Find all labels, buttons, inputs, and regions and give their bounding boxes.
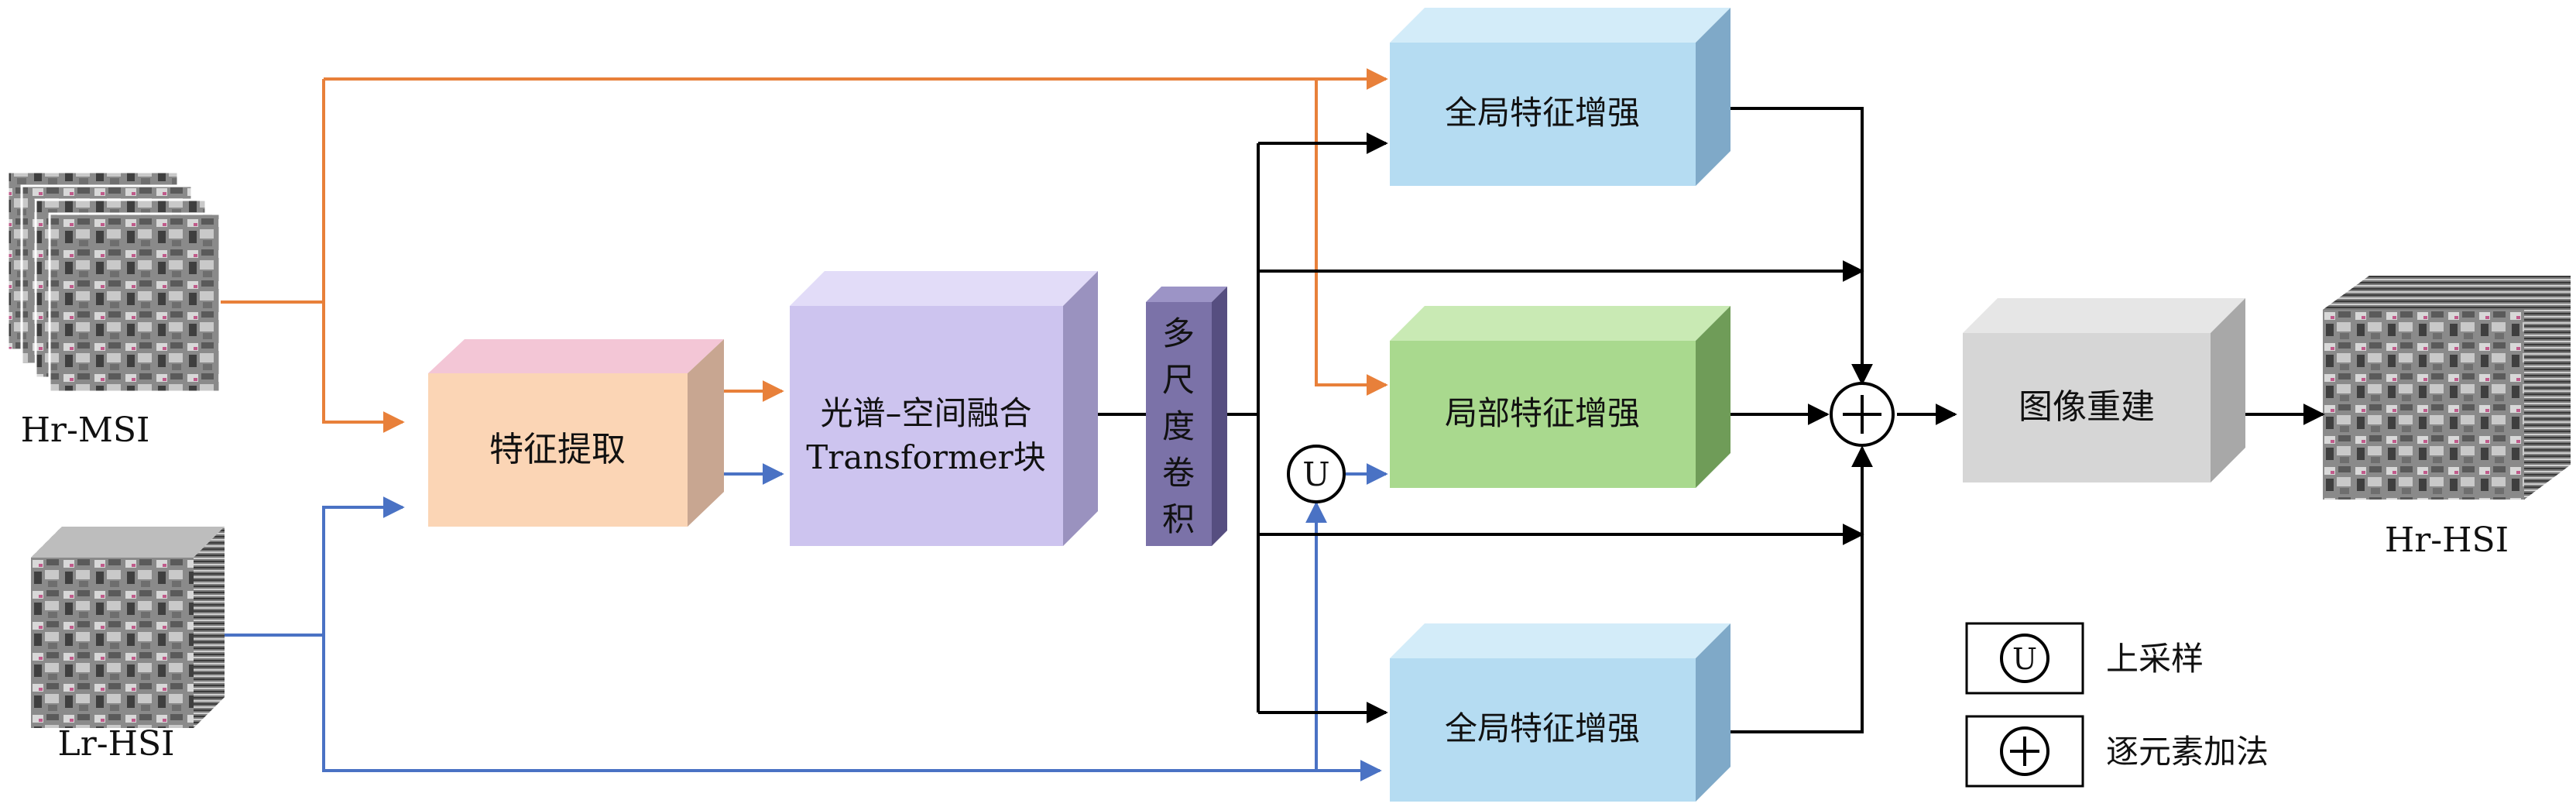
hr-hsi-output-cube xyxy=(2323,276,2571,500)
fusion-label-line1: 光谱–空间融合 xyxy=(820,394,1031,432)
local-enhance-label: 局部特征增强 xyxy=(1445,394,1640,432)
lr-hsi-paths xyxy=(225,463,1388,781)
feature-extraction-block: 特征提取 xyxy=(428,339,724,527)
upsample-symbol: U xyxy=(1287,445,1346,503)
feature-extraction-label: 特征提取 xyxy=(489,430,626,469)
global-enhance-top-block: 全局特征增强 xyxy=(1390,8,1730,186)
hr-msi-paths xyxy=(221,68,1388,433)
reconstruction-block: 图像重建 xyxy=(1963,298,2245,482)
fusion-label-line2: Transformer块 xyxy=(806,438,1045,476)
global-enhance-bottom-block: 全局特征增强 xyxy=(1390,623,1730,802)
legend-add-label: 逐元素加法 xyxy=(2106,733,2269,771)
legend: U 上采样 逐元素加法 xyxy=(1965,622,2269,788)
lr-hsi-image-cube xyxy=(31,527,225,728)
reconstruction-label: 图像重建 xyxy=(2019,387,2155,427)
conv-char-1: 多 xyxy=(1162,314,1195,352)
lr-hsi-label: Lr-HSI xyxy=(57,724,174,764)
hr-msi-label: Hr-MSI xyxy=(21,410,150,450)
local-enhance-block: 局部特征增强 xyxy=(1390,306,1730,488)
hr-msi-image-stack xyxy=(6,170,221,393)
conv-char-2: 尺 xyxy=(1162,361,1195,399)
fusion-transformer-block: 光谱–空间融合 Transformer块 xyxy=(790,271,1098,546)
svg-text:U: U xyxy=(1302,455,1329,493)
legend-upsample-glyph: U xyxy=(2012,642,2037,676)
legend-upsample-icon xyxy=(2000,634,2049,683)
conv-char-5: 积 xyxy=(1162,500,1195,538)
global-enhance-bottom-label: 全局特征增强 xyxy=(1445,709,1640,747)
main-black-paths xyxy=(1098,107,2325,733)
conv-char-3: 度 xyxy=(1162,407,1195,445)
multiscale-conv-block: 多 尺 度 卷 积 xyxy=(1146,287,1227,546)
conv-char-4: 卷 xyxy=(1162,454,1195,492)
global-enhance-top-label: 全局特征增强 xyxy=(1445,94,1640,132)
hr-hsi-label: Hr-HSI xyxy=(2385,520,2509,560)
add-symbol xyxy=(1830,382,1895,447)
legend-upsample-label: 上采样 xyxy=(2106,640,2204,678)
